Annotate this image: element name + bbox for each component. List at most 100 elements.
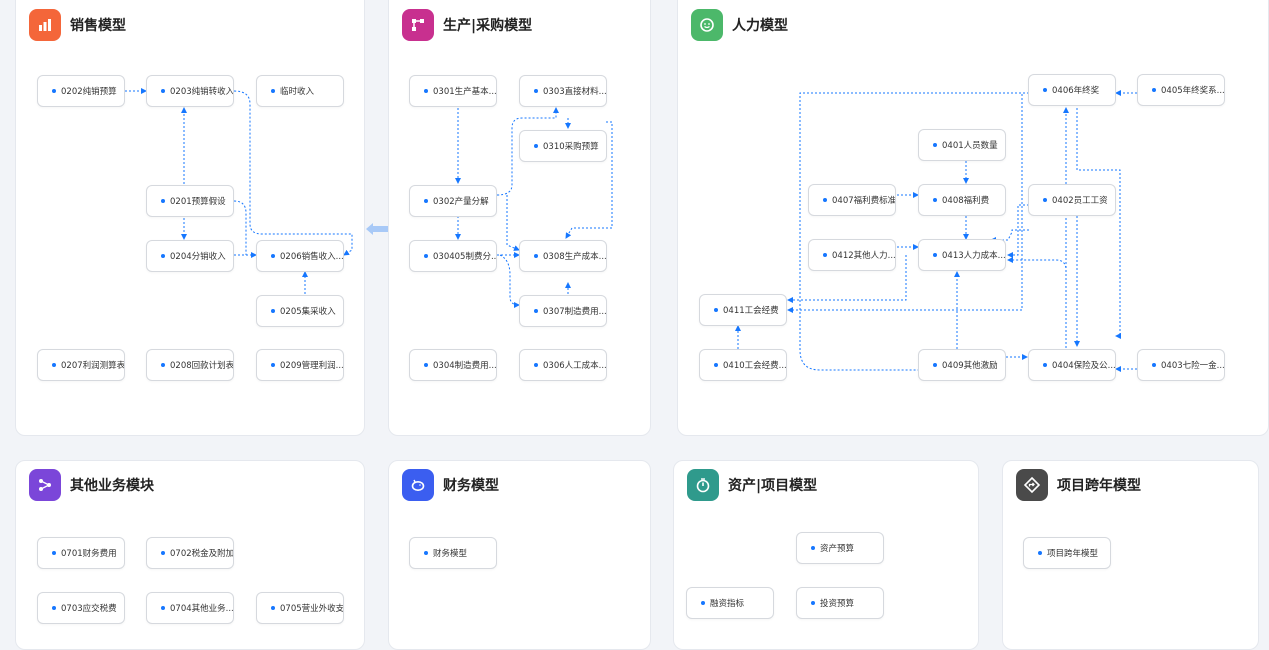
- node-0202[interactable]: 0202纯销预算: [37, 75, 125, 107]
- smile-icon: [691, 9, 723, 41]
- status-dot: [823, 198, 827, 202]
- node-0205[interactable]: 0205集采收入: [256, 295, 344, 327]
- node-030405[interactable]: 030405制费分...: [409, 240, 497, 272]
- status-dot: [52, 606, 56, 610]
- status-dot: [1043, 198, 1047, 202]
- status-dot: [1152, 88, 1156, 92]
- status-dot: [52, 551, 56, 555]
- status-dot: [161, 363, 165, 367]
- node-0206[interactable]: 0206销售收入...: [256, 240, 344, 272]
- node-finance-model[interactable]: 财务模型: [409, 537, 497, 569]
- status-dot: [424, 363, 428, 367]
- node-0307[interactable]: 0307制造费用...: [519, 295, 607, 327]
- node-0410[interactable]: 0410工会经费...: [699, 349, 787, 381]
- status-dot: [1152, 363, 1156, 367]
- status-dot: [534, 144, 538, 148]
- node-0701[interactable]: 0701财务费用: [37, 537, 125, 569]
- panel-project-header: 项目跨年模型: [1016, 469, 1141, 501]
- node-0406[interactable]: 0406年终奖: [1028, 74, 1116, 106]
- status-dot: [271, 606, 275, 610]
- status-dot: [271, 363, 275, 367]
- panel-title: 项目跨年模型: [1057, 478, 1141, 494]
- node-0301[interactable]: 0301生产基本...: [409, 75, 497, 107]
- node-0703[interactable]: 0703应交税费: [37, 592, 125, 624]
- panel-other-header: 其他业务模块: [29, 469, 154, 501]
- node-0308[interactable]: 0308生产成本...: [519, 240, 607, 272]
- node-0207[interactable]: 0207利润测算表: [37, 349, 125, 381]
- flow-icon: [402, 9, 434, 41]
- node-0408[interactable]: 0408福利费: [918, 184, 1006, 216]
- node-0411[interactable]: 0411工会经费: [699, 294, 787, 326]
- node-0405[interactable]: 0405年终奖系...: [1137, 74, 1225, 106]
- status-dot: [933, 363, 937, 367]
- node-0310[interactable]: 0310采购预算: [519, 130, 607, 162]
- status-dot: [811, 601, 815, 605]
- node-0203[interactable]: 0203纯销转收入: [146, 75, 234, 107]
- diamond-nav-icon: [1016, 469, 1048, 501]
- node-0209[interactable]: 0209管理利润...: [256, 349, 344, 381]
- node-0201[interactable]: 0201预算假设: [146, 185, 234, 217]
- node-0304[interactable]: 0304制造费用...: [409, 349, 497, 381]
- bar-chart-icon: [29, 9, 61, 41]
- status-dot: [271, 254, 275, 258]
- node-0402[interactable]: 0402员工工资: [1028, 184, 1116, 216]
- status-dot: [424, 89, 428, 93]
- node-0404[interactable]: 0404保险及公...: [1028, 349, 1116, 381]
- status-dot: [714, 363, 718, 367]
- panel-title: 资产|项目模型: [728, 478, 818, 494]
- timer-icon: [687, 469, 719, 501]
- status-dot: [534, 363, 538, 367]
- node-temp-income[interactable]: 临时收入: [256, 75, 344, 107]
- panel-sales-header: 销售模型: [29, 9, 126, 41]
- panel-title: 销售模型: [70, 18, 126, 34]
- status-dot: [933, 143, 937, 147]
- node-0413[interactable]: 0413人力成本...: [918, 239, 1006, 271]
- status-dot: [1038, 551, 1042, 555]
- panel-title: 人力模型: [732, 18, 788, 34]
- status-dot: [933, 198, 937, 202]
- node-0204[interactable]: 0204分销收入: [146, 240, 234, 272]
- node-0303[interactable]: 0303直接材料...: [519, 75, 607, 107]
- node-0403[interactable]: 0403七险一金...: [1137, 349, 1225, 381]
- share-icon: [29, 469, 61, 501]
- node-0407[interactable]: 0407福利费标准: [808, 184, 896, 216]
- node-asset-budget[interactable]: 资产预算: [796, 532, 884, 564]
- status-dot: [424, 199, 428, 203]
- status-dot: [424, 254, 428, 258]
- status-dot: [52, 363, 56, 367]
- panel-finance-header: 财务模型: [402, 469, 499, 501]
- node-0704[interactable]: 0704其他业务...: [146, 592, 234, 624]
- node-0208[interactable]: 0208回款计划表: [146, 349, 234, 381]
- node-0705[interactable]: 0705营业外收支: [256, 592, 344, 624]
- status-dot: [161, 89, 165, 93]
- status-dot: [1043, 88, 1047, 92]
- status-dot: [701, 601, 705, 605]
- status-dot: [534, 89, 538, 93]
- collapse-arrow-icon[interactable]: [366, 222, 388, 236]
- status-dot: [271, 309, 275, 313]
- node-project-cross-year[interactable]: 项目跨年模型: [1023, 537, 1111, 569]
- node-0306[interactable]: 0306人工成本...: [519, 349, 607, 381]
- status-dot: [161, 606, 165, 610]
- status-dot: [823, 253, 827, 257]
- status-dot: [161, 199, 165, 203]
- node-0409[interactable]: 0409其他激励: [918, 349, 1006, 381]
- panel-title: 生产|采购模型: [443, 18, 533, 34]
- node-0302[interactable]: 0302产量分解: [409, 185, 497, 217]
- node-0702[interactable]: 0702税金及附加: [146, 537, 234, 569]
- status-dot: [271, 89, 275, 93]
- node-investment-budget[interactable]: 投资预算: [796, 587, 884, 619]
- status-dot: [811, 546, 815, 550]
- panel-production-header: 生产|采购模型: [402, 9, 532, 41]
- status-dot: [161, 254, 165, 258]
- status-dot: [534, 309, 538, 313]
- panel-title: 其他业务模块: [70, 478, 154, 494]
- status-dot: [1043, 363, 1047, 367]
- node-0401[interactable]: 0401人员数量: [918, 129, 1006, 161]
- panel-title: 财务模型: [443, 478, 499, 494]
- node-financing-indicator[interactable]: 融资指标: [686, 587, 774, 619]
- node-0412[interactable]: 0412其他人力...: [808, 239, 896, 271]
- status-dot: [52, 89, 56, 93]
- status-dot: [161, 551, 165, 555]
- status-dot: [534, 254, 538, 258]
